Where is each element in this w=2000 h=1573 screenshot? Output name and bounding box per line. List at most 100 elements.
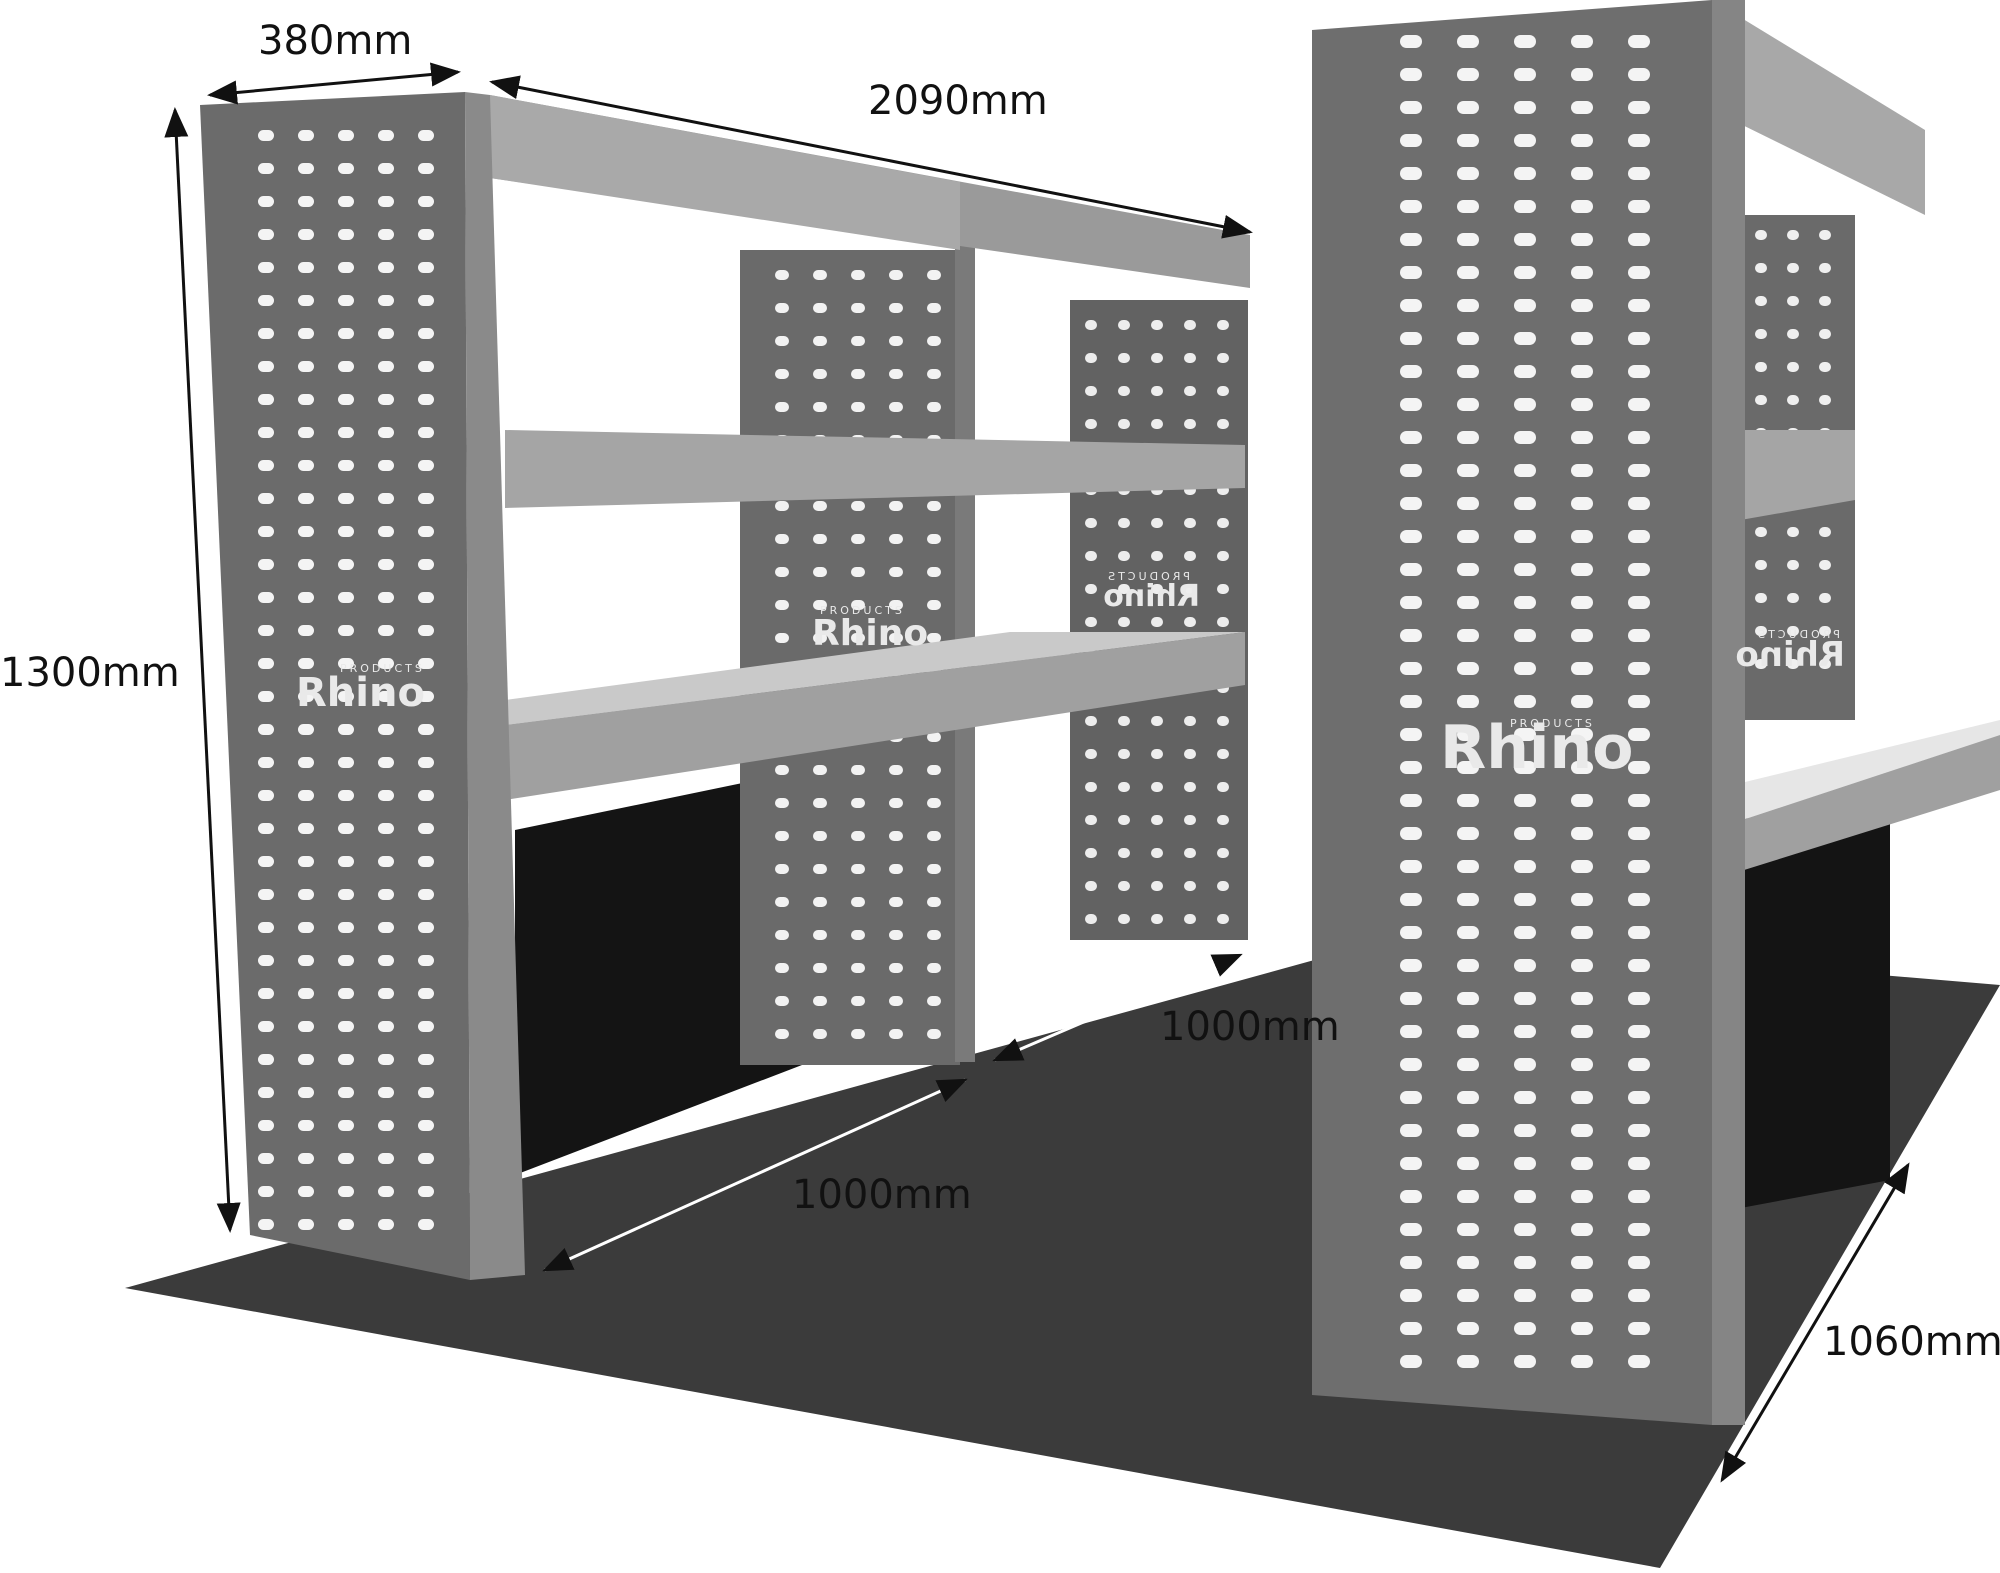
perforation-hole xyxy=(1217,782,1229,792)
perforation-hole xyxy=(1118,881,1130,891)
perforation-hole xyxy=(851,600,865,610)
perforation-hole xyxy=(1514,926,1536,939)
perforation-hole xyxy=(1819,329,1831,339)
perforation-hole xyxy=(1514,1289,1536,1302)
perforation-hole xyxy=(889,402,903,412)
perforation-hole xyxy=(1514,1256,1536,1269)
perforation-hole xyxy=(1118,815,1130,825)
perforation-hole xyxy=(927,633,941,643)
perforation-hole xyxy=(338,394,354,405)
perforation-hole xyxy=(889,798,903,808)
perforation-hole xyxy=(418,394,434,405)
perforation-hole xyxy=(889,336,903,346)
perforation-hole xyxy=(1217,848,1229,858)
perforation-hole xyxy=(298,757,314,768)
perforation-hole xyxy=(889,369,903,379)
perforation-hole xyxy=(1571,398,1593,411)
perforation-hole xyxy=(1628,1223,1650,1236)
svg-text:PRODUCTS: PRODUCTS xyxy=(1510,717,1595,730)
perforation-hole xyxy=(418,757,434,768)
perforation-hole xyxy=(1571,299,1593,312)
shelf-middle-right xyxy=(1712,430,1855,525)
perforation-hole xyxy=(1514,134,1536,147)
perforation-hole xyxy=(1628,200,1650,213)
perforation-hole xyxy=(1787,263,1799,273)
perforation-hole xyxy=(1217,518,1229,528)
perforation-hole xyxy=(1151,518,1163,528)
perforation-hole xyxy=(258,790,274,801)
front-upright-left xyxy=(200,92,525,1280)
perforation-hole xyxy=(1514,563,1536,576)
perforation-hole xyxy=(1400,1124,1422,1137)
perforation-hole xyxy=(775,534,789,544)
dim-line-height-left xyxy=(164,107,241,1233)
perforation-hole xyxy=(889,303,903,313)
perforation-hole xyxy=(1457,893,1479,906)
perforation-hole xyxy=(298,1219,314,1230)
perforation-hole xyxy=(1118,518,1130,528)
perforation-hole xyxy=(1628,596,1650,609)
perforation-hole xyxy=(1514,1091,1536,1104)
perforation-hole xyxy=(1217,617,1229,627)
perforation-hole xyxy=(851,567,865,577)
perforation-hole xyxy=(1400,1091,1422,1104)
label-bay-rear: 1000mm xyxy=(1160,1004,1340,1050)
perforation-hole xyxy=(775,798,789,808)
perforation-hole xyxy=(298,394,314,405)
perforation-hole xyxy=(1628,398,1650,411)
perforation-hole xyxy=(1628,1025,1650,1038)
perforation-hole xyxy=(889,501,903,511)
perforation-hole xyxy=(1457,992,1479,1005)
perforation-hole xyxy=(1457,1124,1479,1137)
perforation-hole xyxy=(851,930,865,940)
perforation-hole xyxy=(813,600,827,610)
svg-text:PRODUCTS: PRODUCTS xyxy=(340,662,425,675)
shelf-middle-left xyxy=(505,430,1245,508)
perforation-hole xyxy=(927,798,941,808)
perforation-hole xyxy=(258,460,274,471)
perforation-hole xyxy=(1217,419,1229,429)
perforation-hole xyxy=(418,592,434,603)
perforation-hole xyxy=(1400,860,1422,873)
perforation-hole xyxy=(298,658,314,669)
perforation-hole xyxy=(813,798,827,808)
perforation-hole xyxy=(889,600,903,610)
perforation-hole xyxy=(338,163,354,174)
perforation-hole xyxy=(258,889,274,900)
perforation-hole xyxy=(338,592,354,603)
label-depth-top: 380mm xyxy=(258,18,412,64)
perforation-hole xyxy=(1457,530,1479,543)
perforation-hole xyxy=(1514,233,1536,246)
perforation-hole xyxy=(338,460,354,471)
perforation-hole xyxy=(813,534,827,544)
perforation-hole xyxy=(338,1120,354,1131)
perforation-hole xyxy=(378,658,394,669)
perforation-hole xyxy=(1400,299,1422,312)
perforation-hole xyxy=(298,427,314,438)
perforation-hole xyxy=(418,691,434,702)
perforation-hole xyxy=(1628,365,1650,378)
perforation-hole xyxy=(418,196,434,207)
perforation-hole xyxy=(1400,233,1422,246)
perforation-hole xyxy=(418,427,434,438)
perforation-hole xyxy=(1571,728,1593,741)
perforation-hole xyxy=(258,328,274,339)
perforation-hole xyxy=(1217,815,1229,825)
perforation-hole xyxy=(338,658,354,669)
perforation-hole xyxy=(1571,530,1593,543)
perforation-hole xyxy=(1819,560,1831,570)
perforation-hole xyxy=(775,963,789,973)
perforation-hole xyxy=(851,996,865,1006)
perforation-hole xyxy=(775,402,789,412)
perforation-hole xyxy=(927,765,941,775)
perforation-hole xyxy=(1184,617,1196,627)
perforation-hole xyxy=(1787,593,1799,603)
perforation-hole xyxy=(813,567,827,577)
perforation-hole xyxy=(1400,926,1422,939)
perforation-hole xyxy=(1085,848,1097,858)
perforation-hole xyxy=(1514,893,1536,906)
perforation-hole xyxy=(1400,695,1422,708)
perforation-hole xyxy=(338,625,354,636)
perforation-hole xyxy=(927,501,941,511)
perforation-hole xyxy=(1755,329,1767,339)
